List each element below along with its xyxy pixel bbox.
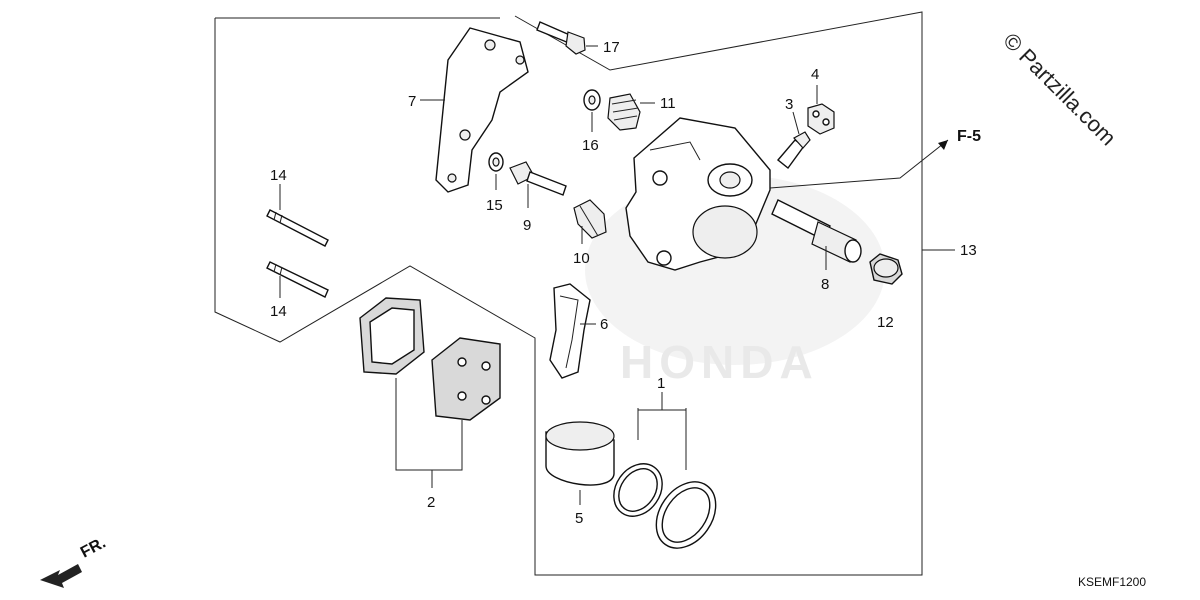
part-pin-boot[interactable] [607, 93, 641, 131]
callout-5: 5 [575, 510, 583, 527]
front-indicator-label: FR. [78, 534, 109, 561]
part-caliper-body[interactable] [625, 117, 771, 271]
callout-9: 9 [523, 217, 531, 234]
callout-4: 4 [811, 66, 819, 83]
part-washer[interactable] [583, 89, 601, 111]
reference-label[interactable]: F-5 [957, 128, 981, 145]
callout-14a: 14 [270, 167, 287, 184]
callout-13: 13 [960, 242, 977, 259]
callout-15: 15 [486, 197, 503, 214]
part-caliper-piston[interactable] [545, 421, 615, 486]
callout-16: 16 [582, 137, 599, 154]
part-slide-pin-bolt[interactable] [573, 199, 607, 239]
assembly-boundary [214, 11, 923, 576]
callout-10: 10 [573, 250, 590, 267]
part-bracket-bolt[interactable] [536, 21, 586, 55]
part-bleeder-cap[interactable] [807, 103, 835, 135]
callout-17: 17 [603, 39, 620, 56]
part-brake-pad-rear[interactable] [431, 337, 501, 421]
part-dust-seal[interactable] [644, 471, 728, 560]
callout-11: 11 [660, 95, 676, 112]
callout-2: 2 [427, 494, 435, 511]
part-pad-pin-lower[interactable] [266, 261, 329, 298]
callout-14b: 14 [270, 303, 287, 320]
part-piston-seal[interactable] [604, 454, 672, 525]
part-pin-cap[interactable] [869, 253, 903, 285]
part-pad-pin-upper[interactable] [266, 209, 329, 247]
callout-1: 1 [657, 375, 665, 392]
part-pad-spring[interactable] [549, 283, 591, 379]
reference-arrow [769, 139, 949, 189]
part-caliper-bracket[interactable] [435, 27, 529, 193]
diagram-code: KSEMF1200 [1078, 575, 1146, 589]
front-direction-indicator: FR. [40, 534, 109, 588]
part-caliper-pin[interactable] [771, 199, 862, 263]
part-bleeder-valve[interactable] [776, 131, 811, 170]
callout-7: 7 [408, 93, 416, 110]
honda-background-text: HONDA [620, 336, 819, 388]
callout-6: 6 [600, 316, 608, 333]
callout-12: 12 [877, 314, 894, 331]
part-small-washer[interactable] [488, 152, 504, 172]
callout-8: 8 [821, 276, 829, 293]
watermark: © Partzilla.com [998, 28, 1121, 151]
part-slide-pin[interactable] [509, 161, 567, 196]
callout-3: 3 [785, 96, 793, 113]
part-brake-pad-front[interactable] [359, 297, 425, 375]
